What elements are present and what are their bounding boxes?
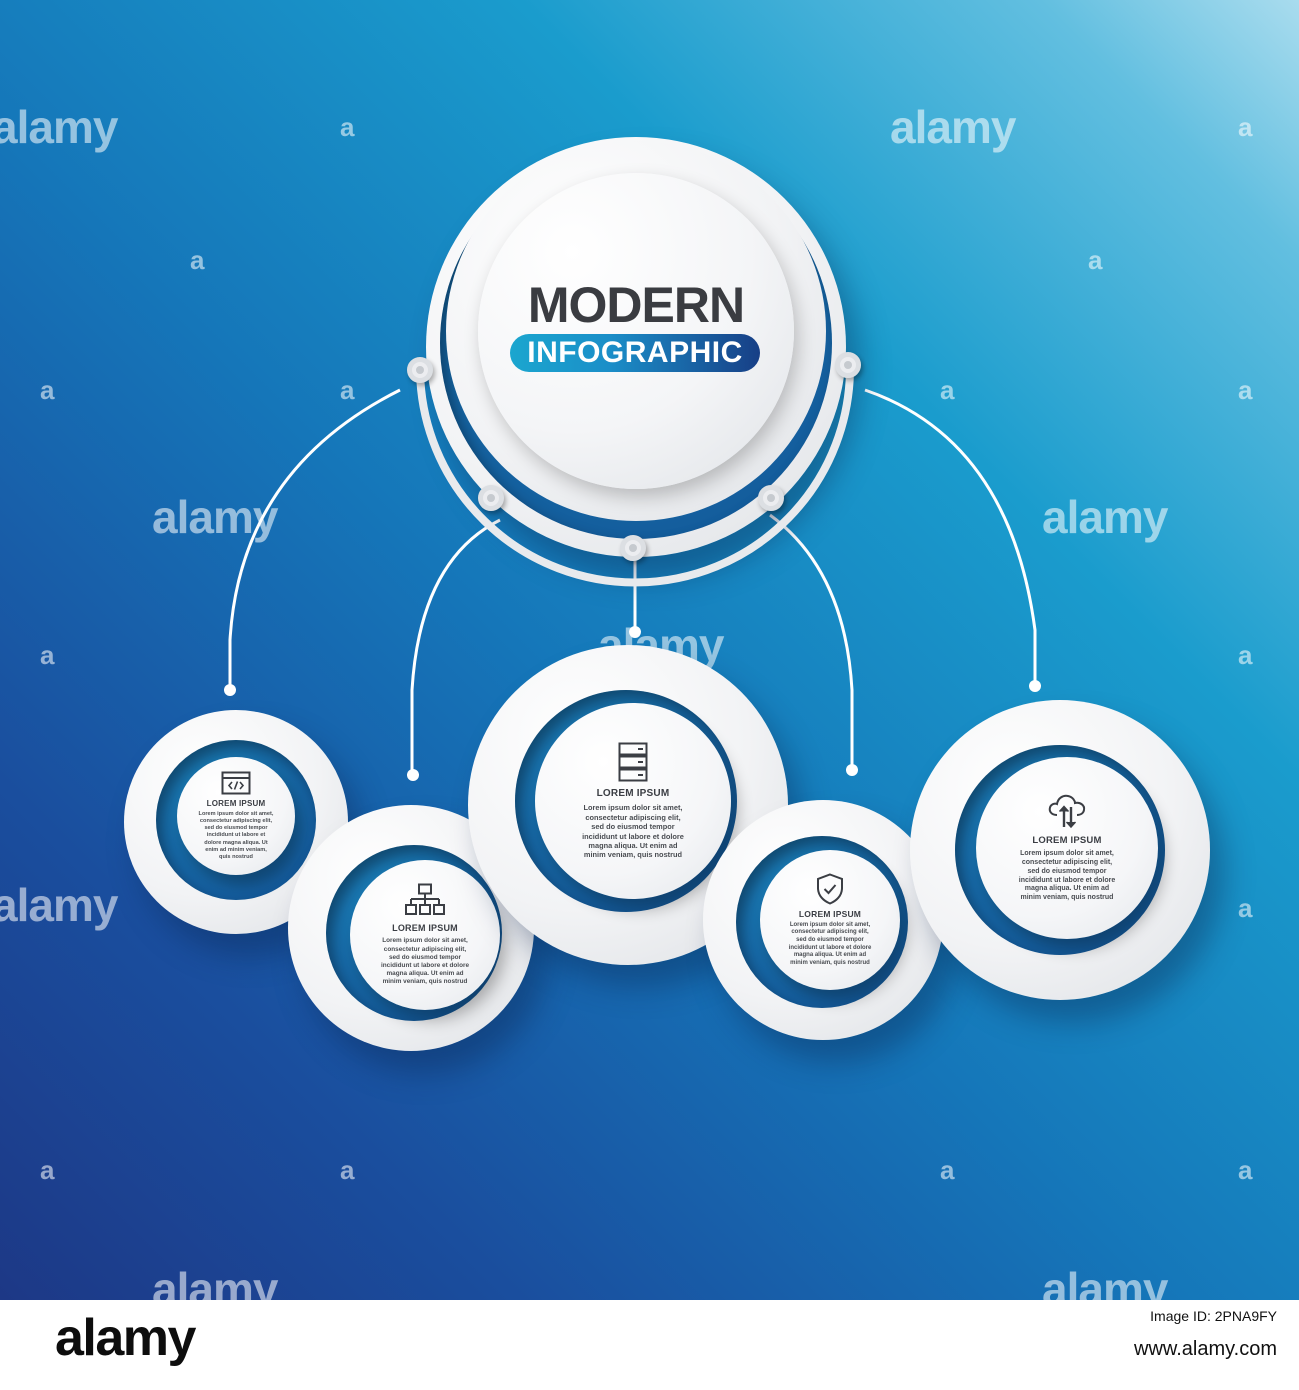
item-1-text: Lorem ipsum dolor sit amet, consectetur … xyxy=(198,810,274,860)
hub-node xyxy=(407,357,433,383)
hub-inner-circle: MODERN INFOGRAPHIC xyxy=(478,173,794,489)
hub-arc xyxy=(416,364,855,587)
infographic-canvas: alamy a alamy a a a a a a a alamy alamy … xyxy=(0,0,1299,1300)
item-4-card: LOREM IPSUM Lorem ipsum dolor sit amet, … xyxy=(760,850,900,990)
cloud-transfer-icon xyxy=(1047,793,1087,829)
watermark-text: alamy xyxy=(0,879,118,931)
watermark-letter: a xyxy=(40,1155,55,1185)
watermark-text: alamy xyxy=(1042,491,1168,543)
code-window-icon xyxy=(221,771,251,795)
item-5-text: Lorem ipsum dolor sit amet, consectetur … xyxy=(1018,850,1116,902)
item-1-title: LOREM IPSUM xyxy=(206,798,266,808)
watermark-text: alamy xyxy=(1042,1263,1168,1300)
footer-logo: alamy xyxy=(55,1309,196,1367)
watermark-text: alamy xyxy=(152,1263,278,1300)
image-id: Image ID: 2PNA9FY xyxy=(1150,1308,1277,1324)
watermark-letter: a xyxy=(1238,640,1253,670)
item-1-card: LOREM IPSUM Lorem ipsum dolor sit amet, … xyxy=(177,757,295,875)
hub-node xyxy=(758,485,784,511)
watermark-letter: a xyxy=(940,1155,955,1185)
watermark-letter: a xyxy=(1238,1155,1253,1185)
item-3-text: Lorem ipsum dolor sit amet, consectetur … xyxy=(582,803,684,860)
item-2-text: Lorem ipsum dolor sit amet, consectetur … xyxy=(380,937,470,986)
hub-node xyxy=(620,535,646,561)
item-4-title: LOREM IPSUM xyxy=(798,908,862,919)
hierarchy-icon xyxy=(405,883,445,917)
item-2-card: LOREM IPSUM Lorem ipsum dolor sit amet, … xyxy=(350,860,500,1010)
item-2-title: LOREM IPSUM xyxy=(392,923,458,934)
watermark-letter: a xyxy=(1238,112,1253,142)
connector-dot xyxy=(407,769,419,781)
watermark-letter: a xyxy=(40,640,55,670)
footer-meta: Image ID: 2PNA9FY www.alamy.com xyxy=(1134,1308,1277,1361)
connector-dot xyxy=(1029,680,1041,692)
hub-node xyxy=(478,485,504,511)
item-3-title: LOREM IPSUM xyxy=(596,788,670,800)
item-4-text: Lorem ipsum dolor sit amet, consectetur … xyxy=(788,921,872,966)
watermark-letter: a xyxy=(340,112,355,142)
watermark-letter: a xyxy=(340,375,355,405)
server-icon xyxy=(618,742,648,782)
watermark-letter: a xyxy=(1238,893,1253,923)
shield-check-icon xyxy=(816,873,844,905)
connector-dot xyxy=(629,626,641,638)
hub-node xyxy=(835,352,861,378)
hub-title: MODERN xyxy=(527,277,745,333)
watermark-letter: a xyxy=(40,375,55,405)
hub-subtitle-pill: INFOGRAPHIC xyxy=(510,334,760,372)
stock-footer: alamy Image ID: 2PNA9FY www.alamy.com xyxy=(0,1300,1299,1390)
connector-line xyxy=(228,388,401,690)
item-3-card: LOREM IPSUM Lorem ipsum dolor sit amet, … xyxy=(535,703,731,899)
watermark-letter: a xyxy=(1238,375,1253,405)
connector-lines xyxy=(0,0,1299,1300)
connector-line xyxy=(410,518,501,775)
hub-subtitle: INFOGRAPHIC xyxy=(527,336,743,369)
connector-line xyxy=(864,388,1037,686)
watermark-letter: a xyxy=(340,1155,355,1185)
watermark-letter: a xyxy=(940,375,955,405)
connector-dot xyxy=(224,684,236,696)
watermark-letter: a xyxy=(190,245,205,275)
item-5-card: LOREM IPSUM Lorem ipsum dolor sit amet, … xyxy=(976,757,1158,939)
watermark-text: alamy xyxy=(0,101,118,153)
connector-dot xyxy=(846,764,858,776)
item-5-title: LOREM IPSUM xyxy=(1032,835,1102,847)
site-url: www.alamy.com xyxy=(1134,1338,1277,1360)
watermark-text: alamy xyxy=(152,491,278,543)
connector-line xyxy=(769,513,854,768)
watermark-letter: a xyxy=(1088,245,1103,275)
watermark-text: alamy xyxy=(890,101,1016,153)
